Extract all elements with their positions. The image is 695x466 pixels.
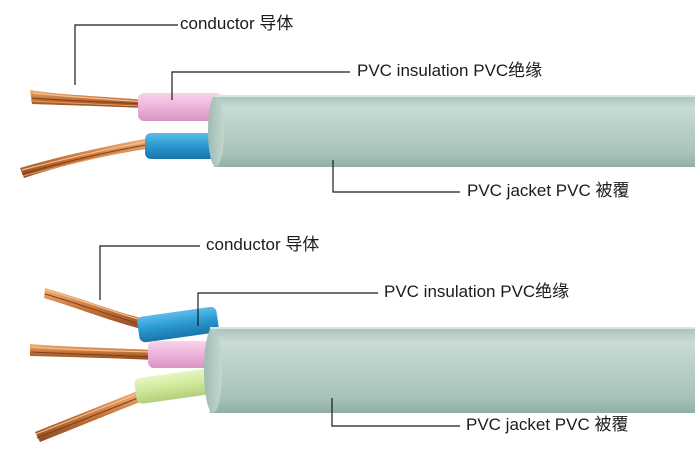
- figure-2-jacket-end: [204, 327, 222, 413]
- figure-1-conductor-label: conductor 导体: [180, 14, 294, 33]
- figure-1-insulation-leader: [171, 71, 350, 100]
- figure-1-jacket-leader: [332, 160, 460, 193]
- figure-1-jacket: [214, 95, 695, 167]
- figure-1-conductor-leader: [74, 24, 178, 85]
- figure-2-insulation-label: PVC insulation PVC绝缘: [384, 282, 570, 301]
- figure-2-jacket: [210, 327, 695, 413]
- figure-2-jacket-leader: [331, 398, 460, 427]
- figure-1-jacket-end: [208, 95, 224, 167]
- figure-2-blue-insulation: [137, 306, 219, 343]
- figure-2-insulation-leader: [197, 292, 378, 326]
- figure-1-insulation-label: PVC insulation PVC绝缘: [357, 61, 543, 80]
- figure-2-conductor-strands: [30, 288, 156, 442]
- figure-2-jacket-label: PVC jacket PVC 被覆: [466, 415, 629, 434]
- figure-2-three-core-cable: [30, 245, 695, 442]
- figure-1-blue-insulation: [145, 133, 223, 159]
- figure-2-conductor-leader: [99, 245, 200, 300]
- figure-1-conductor-strands: [20, 90, 152, 178]
- figure-1-pink-insulation: [138, 93, 222, 121]
- figure-1-jacket-label: PVC jacket PVC 被覆: [467, 181, 630, 200]
- figure-1-two-core-cable: [20, 24, 695, 193]
- figure-2-conductor-label: conductor 导体: [206, 235, 320, 254]
- figure-2-green-yellow-insulation: [134, 367, 222, 404]
